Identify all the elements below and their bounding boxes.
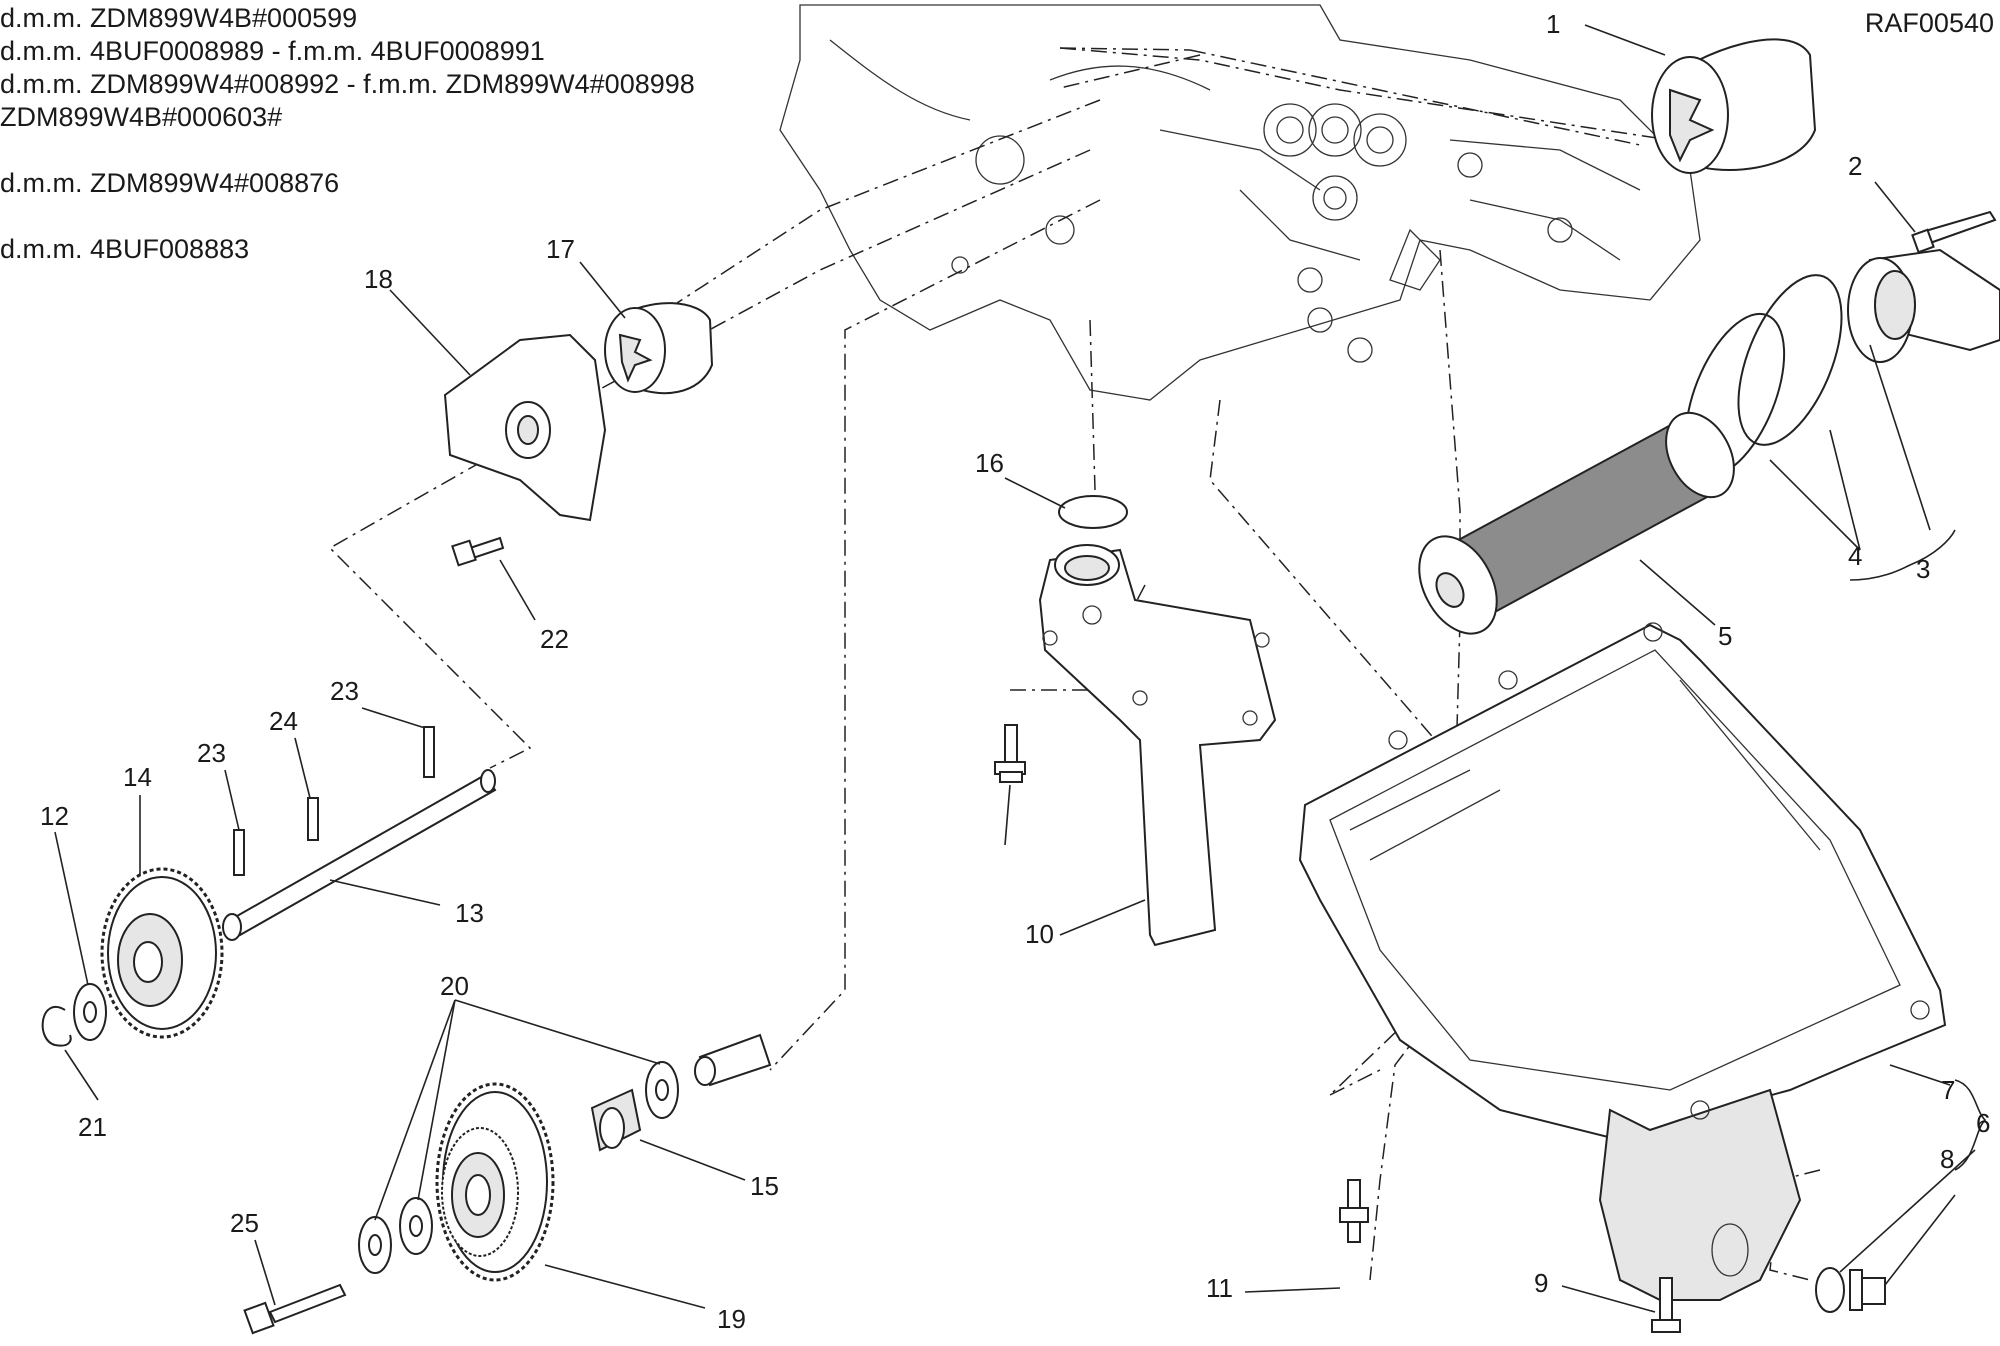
- part-24-pin: [307, 797, 319, 841]
- callout-6: 6: [1976, 1108, 1990, 1138]
- callout-1: 1: [1546, 9, 1560, 39]
- note-line: d.m.m. ZDM899W4B#000599: [0, 3, 358, 33]
- part-3-filter-cover: [1847, 248, 2000, 363]
- reference-code: RAF00540: [1864, 8, 1994, 38]
- part-23-pin-left: [233, 829, 245, 876]
- callout-17: 17: [546, 234, 575, 264]
- part-5-oil-filter: [1418, 411, 1735, 635]
- part-7-washer: [1815, 1267, 1845, 1313]
- callout-8: 8: [1940, 1144, 1954, 1174]
- part-20-washer-c: [645, 1061, 679, 1119]
- callout-labels: 1 2 3 4 5 6 7 8 9 10 11 12 13 14 15 16 1…: [40, 9, 1990, 1334]
- part-8-drain-plug: [1849, 1269, 1886, 1311]
- callout-23a: 23: [197, 738, 226, 768]
- part-6-oil-sump: [1298, 622, 1947, 1301]
- callout-14: 14: [123, 762, 152, 792]
- leader-lines: [54, 24, 1987, 1313]
- callout-25: 25: [230, 1208, 259, 1238]
- model-notes: d.m.m. ZDM899W4B#000599 d.m.m. 4BUF00089…: [0, 2, 695, 266]
- part-2-bolt-upper: [1911, 210, 1997, 254]
- part-15-needle-bearing: [590, 1088, 642, 1152]
- part-14-gear: [100, 867, 224, 1039]
- callout-23b: 23: [330, 676, 359, 706]
- part-17-rotor: [604, 302, 714, 395]
- note-line: d.m.m. ZDM899W4#008876: [0, 168, 340, 198]
- part-12-washer: [73, 983, 107, 1041]
- callout-5: 5: [1718, 621, 1732, 651]
- note-line: d.m.m. 4BUF008883: [0, 234, 250, 264]
- part-20-washer-b: [358, 1216, 392, 1274]
- part-13-shaft: [222, 769, 497, 941]
- callout-20: 20: [440, 971, 469, 1001]
- part-9-bolt: [1651, 1277, 1681, 1333]
- part-1-pump-rotor: [1651, 38, 1817, 174]
- part-16-o-ring: [1058, 495, 1128, 529]
- part-10-oil-pickup: [1038, 544, 1277, 947]
- callout-16: 16: [975, 448, 1004, 478]
- callout-18: 18: [364, 264, 393, 294]
- callout-22: 22: [540, 624, 569, 654]
- part-2-bolt-middle: [994, 724, 1026, 783]
- callout-15: 15: [750, 1171, 779, 1201]
- callout-19: 19: [717, 1304, 746, 1334]
- part-18-pump-body: [443, 333, 607, 522]
- callout-24: 24: [269, 706, 298, 736]
- part-11-stud: [1339, 1179, 1369, 1243]
- spacer-bushing: [694, 1033, 772, 1087]
- callout-21: 21: [78, 1112, 107, 1142]
- part-23-pin-right: [423, 726, 435, 778]
- callout-4: 4: [1848, 541, 1862, 571]
- part-19-gear: [435, 1082, 555, 1282]
- crankcase-outline: [779, 4, 1701, 401]
- callout-7: 7: [1941, 1075, 1955, 1105]
- callout-2: 2: [1848, 151, 1862, 181]
- part-20-washer-a: [399, 1197, 433, 1255]
- part-22-screw: [451, 536, 505, 567]
- note-line: d.m.m. 4BUF0008989 - f.m.m. 4BUF0008991: [0, 36, 545, 66]
- callout-12: 12: [40, 801, 69, 831]
- callout-13: 13: [455, 898, 484, 928]
- callout-11: 11: [1206, 1273, 1233, 1303]
- callout-3: 3: [1916, 554, 1930, 584]
- callout-10: 10: [1025, 919, 1054, 949]
- callout-9: 9: [1534, 1268, 1548, 1298]
- note-line: ZDM899W4B#000603#: [0, 102, 283, 132]
- part-25-bolt: [243, 1283, 347, 1335]
- part-21-circlip: [41, 1006, 72, 1047]
- note-line: d.m.m. ZDM899W4#008992 - f.m.m. ZDM899W4…: [0, 69, 695, 99]
